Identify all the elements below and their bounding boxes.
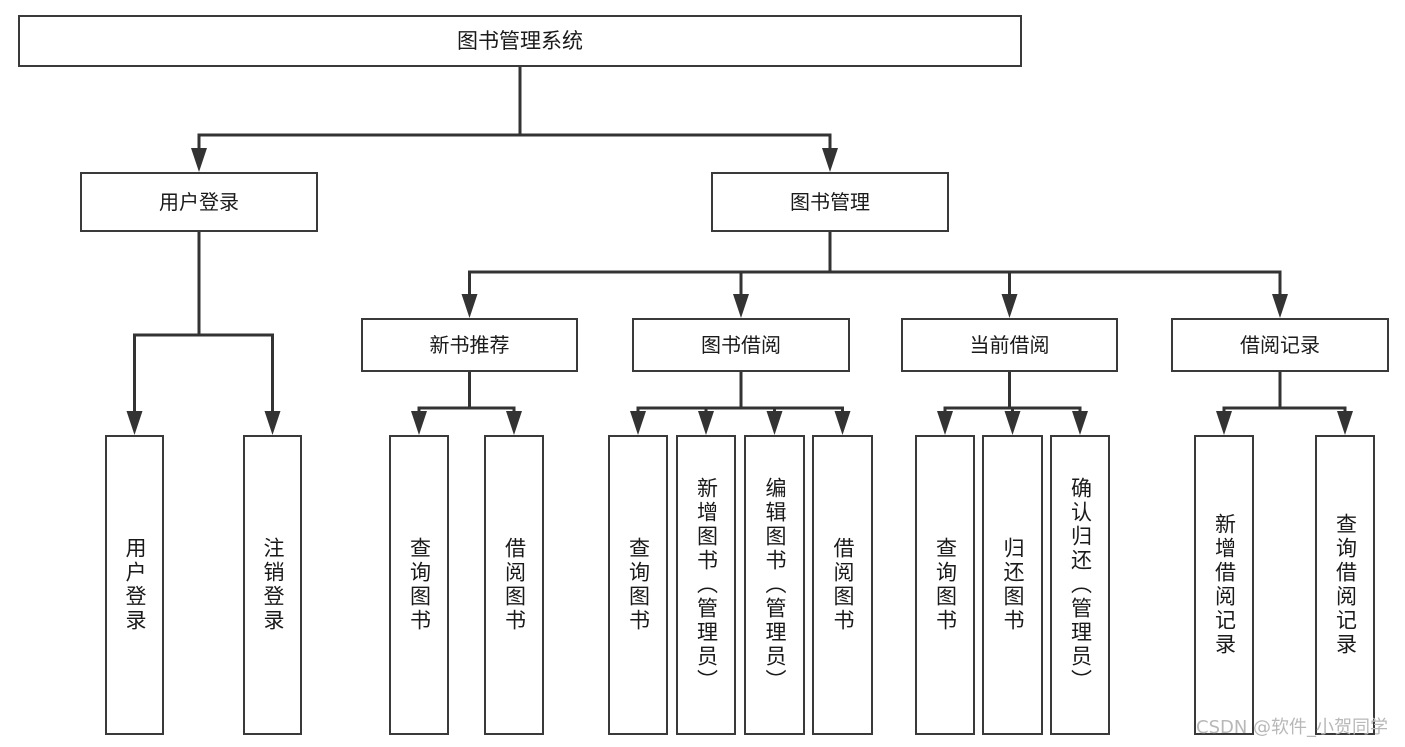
arrowhead-icon bbox=[766, 411, 783, 435]
node-book-borrow[interactable]: 图书借阅 bbox=[632, 318, 850, 372]
arrowhead-icon bbox=[1072, 411, 1088, 435]
node-book-manage[interactable]: 图书管理 bbox=[711, 172, 949, 232]
node-new-book-recommend-label: 新书推荐 bbox=[429, 332, 510, 357]
node-current-borrow[interactable]: 当前借阅 bbox=[901, 318, 1118, 372]
node-root-system-label: 图书管理系统 bbox=[457, 28, 583, 53]
node-leaf-borrow-book-rec-label: 借阅图书 bbox=[502, 537, 527, 633]
node-leaf-query-record[interactable]: 查询借阅记录 bbox=[1315, 435, 1375, 735]
arrowhead-icon bbox=[411, 411, 427, 435]
node-leaf-query-book-cur-label: 查询图书 bbox=[933, 537, 958, 633]
node-book-manage-label: 图书管理 bbox=[790, 189, 870, 214]
node-leaf-user-login-label: 用户登录 bbox=[123, 537, 147, 633]
node-leaf-query-book-rec-label: 查询图书 bbox=[407, 537, 432, 633]
arrowhead-icon bbox=[1337, 411, 1353, 435]
node-current-borrow-label: 当前借阅 bbox=[969, 332, 1050, 357]
node-leaf-return-book-label: 归还图书 bbox=[1001, 537, 1025, 633]
node-borrow-record[interactable]: 借阅记录 bbox=[1171, 318, 1389, 372]
node-leaf-user-logout-label: 注销登录 bbox=[261, 537, 285, 633]
arrowhead-icon bbox=[506, 411, 522, 435]
node-leaf-borrow-book-label: 借阅图书 bbox=[831, 537, 855, 633]
node-root-system[interactable]: 图书管理系统 bbox=[18, 15, 1022, 67]
arrowhead-icon bbox=[191, 148, 207, 172]
node-leaf-return-book[interactable]: 归还图书 bbox=[982, 435, 1043, 735]
node-leaf-confirm-return[interactable]: 确认归还（管理员） bbox=[1050, 435, 1110, 735]
node-leaf-add-book-label: 新增图书（管理员） bbox=[694, 477, 719, 693]
arrowhead-icon bbox=[1001, 294, 1018, 318]
node-user-login-label: 用户登录 bbox=[159, 189, 239, 214]
node-user-login[interactable]: 用户登录 bbox=[80, 172, 318, 232]
arrowhead-icon bbox=[264, 411, 281, 435]
arrowhead-icon bbox=[698, 411, 714, 435]
node-leaf-add-book[interactable]: 新增图书（管理员） bbox=[676, 435, 736, 735]
node-leaf-edit-book[interactable]: 编辑图书（管理员） bbox=[744, 435, 805, 735]
node-leaf-edit-book-label: 编辑图书（管理员） bbox=[763, 477, 787, 693]
node-leaf-add-record-label: 新增借阅记录 bbox=[1212, 513, 1237, 657]
arrowhead-icon bbox=[461, 294, 478, 318]
node-new-book-recommend[interactable]: 新书推荐 bbox=[361, 318, 578, 372]
node-leaf-query-record-label: 查询借阅记录 bbox=[1333, 513, 1358, 657]
arrowhead-icon bbox=[1216, 411, 1232, 435]
node-leaf-query-book-borrow-label: 查询图书 bbox=[626, 537, 651, 633]
node-leaf-borrow-book[interactable]: 借阅图书 bbox=[812, 435, 873, 735]
node-leaf-user-login[interactable]: 用户登录 bbox=[105, 435, 164, 735]
node-book-borrow-label: 图书借阅 bbox=[701, 332, 781, 357]
node-leaf-confirm-return-label: 确认归还（管理员） bbox=[1068, 477, 1093, 693]
node-leaf-query-book-cur[interactable]: 查询图书 bbox=[915, 435, 975, 735]
node-leaf-user-logout[interactable]: 注销登录 bbox=[243, 435, 302, 735]
node-leaf-add-record[interactable]: 新增借阅记录 bbox=[1194, 435, 1254, 735]
arrowhead-icon bbox=[937, 411, 953, 435]
arrowhead-icon bbox=[630, 411, 646, 435]
node-borrow-record-label: 借阅记录 bbox=[1240, 332, 1320, 357]
arrowhead-icon bbox=[126, 411, 143, 435]
arrowhead-icon bbox=[1272, 294, 1288, 318]
node-leaf-query-book-borrow[interactable]: 查询图书 bbox=[608, 435, 668, 735]
node-leaf-query-book-rec[interactable]: 查询图书 bbox=[389, 435, 449, 735]
arrowhead-icon bbox=[834, 411, 851, 435]
node-leaf-borrow-book-rec[interactable]: 借阅图书 bbox=[484, 435, 544, 735]
arrowhead-icon bbox=[733, 294, 749, 318]
arrowhead-icon bbox=[822, 148, 838, 172]
arrowhead-icon bbox=[1004, 411, 1021, 435]
